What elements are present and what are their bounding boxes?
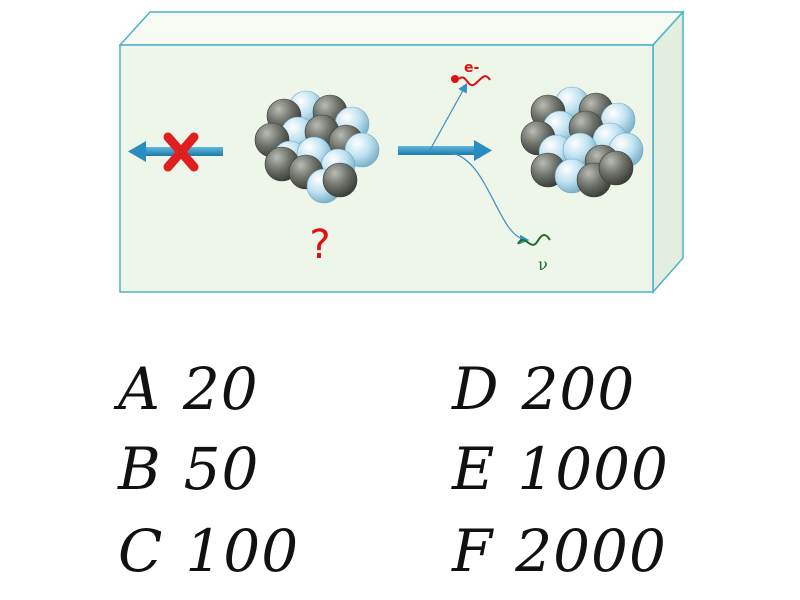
option-value: 100: [185, 517, 300, 585]
electron-path: [429, 82, 468, 151]
option-value: 2000: [515, 517, 667, 585]
neutron: [322, 162, 358, 198]
electron-label: e-: [464, 60, 479, 76]
question-mark: ?: [309, 222, 330, 268]
option-value: 50: [183, 435, 260, 503]
option-value: 1000: [517, 435, 669, 503]
option-letter: D: [452, 355, 500, 423]
neutrino-wave-icon: [517, 234, 551, 246]
option-letter: C: [118, 517, 164, 585]
box-side-face: [652, 10, 684, 294]
option-letter: A: [118, 355, 161, 423]
option-letter: E: [452, 435, 496, 503]
option-letter: B: [118, 435, 162, 503]
box-top-face: [118, 11, 685, 46]
electron-icon: [451, 75, 491, 87]
decay-diagram: ? e- ν: [118, 10, 685, 294]
final-nucleus: [520, 86, 644, 198]
decay-arrow: [398, 140, 492, 161]
cross-icon: [163, 132, 199, 172]
neutrino-label: ν: [538, 255, 548, 274]
option-letter: F: [452, 517, 494, 585]
neutrino-path: [451, 152, 530, 245]
neutron: [598, 150, 634, 186]
initial-nucleus: [254, 90, 380, 204]
option-value: 200: [521, 355, 636, 423]
option-value: 20: [182, 355, 259, 423]
